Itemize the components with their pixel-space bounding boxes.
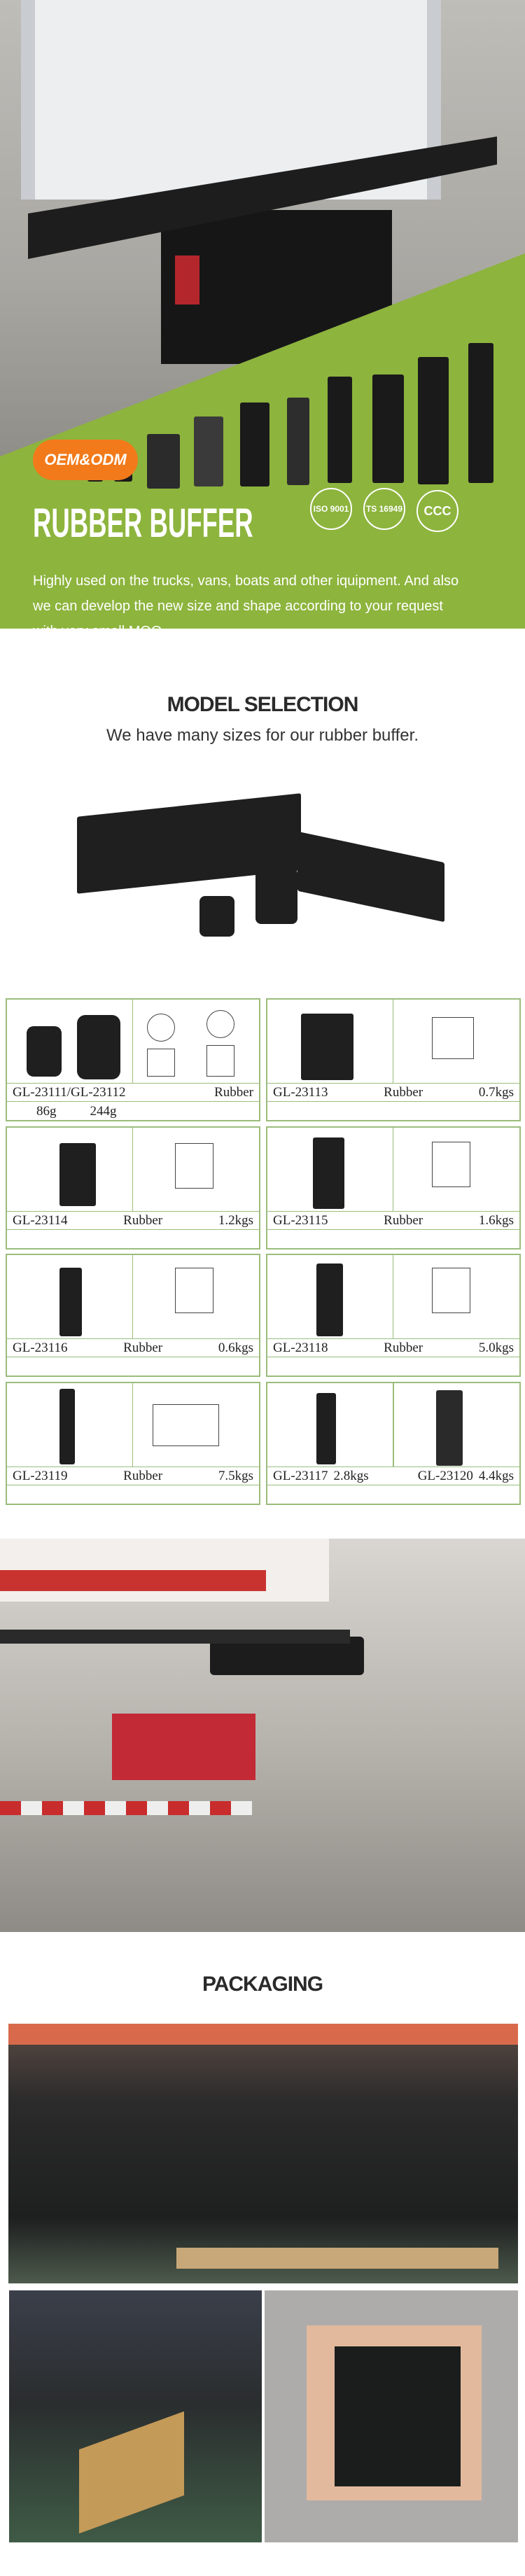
truck-rear-photo [0,0,525,456]
pallet [79,2411,184,2534]
weight: 1.2kgs [218,1212,253,1228]
buffer-product [418,357,449,484]
weight: 244g [90,1104,117,1119]
product-photo [7,1255,133,1338]
buffer-product [240,402,270,486]
flat-buffer [298,831,444,923]
packaging-title: PACKAGING [202,1973,323,1996]
model-selection-title: MODEL SELECTION [167,693,359,716]
model-card: GL-23118 Rubber 5.0kgs [266,1254,521,1377]
product-photo [267,1128,393,1211]
weight: 4.4kgs [478,1468,514,1483]
product-photo [7,1383,133,1466]
model-selection-subtitle: We have many sizes for our rubber buffer… [106,726,419,745]
product-photo [267,1000,393,1083]
weight: 0.7kgs [478,1084,514,1100]
model-card: GL-23111/GL-23112 Rubber 86g 244g [6,998,260,1121]
tail-light [175,255,200,304]
model-number: GL-23111/GL-23112 [13,1084,126,1100]
product-photo [267,1383,393,1466]
tail-light [112,1714,255,1780]
weight: 2.8kgs [333,1468,369,1483]
technical-drawing [393,1255,519,1338]
model-number: GL-23117 [273,1468,328,1483]
iso-9001-seal-icon: ISO 9001 [310,488,352,530]
model-card: GL-23119 Rubber 7.5kgs [6,1382,260,1505]
model-card: GL-23115 Rubber 1.6kgs [266,1126,521,1250]
technical-drawing [393,1128,519,1211]
technical-drawing [133,1255,259,1338]
model-number: GL-23119 [13,1468,68,1483]
weight: 1.6kgs [478,1212,514,1228]
hero-title: RUBBER BUFFER [33,500,253,546]
model-number: GL-23114 [13,1212,68,1228]
cylinder-buffer [200,896,234,937]
packing-workers-photo [9,2290,262,2542]
material: Rubber [384,1340,424,1355]
ts-16949-seal-icon: TS 16949 [363,488,405,530]
carton-box-photo [265,2290,518,2542]
hero-banner [0,0,525,629]
ccc-mark-icon: CCC [416,490,458,532]
product-photo [267,1255,393,1338]
reflector-strip [0,1570,266,1591]
material: Rubber [123,1340,163,1355]
technical-drawing [393,1000,519,1083]
buffer-product [468,343,493,483]
technical-drawing [133,1383,259,1466]
weight: 0.6kgs [218,1340,253,1355]
material: Rubber [384,1212,424,1228]
weight: 86g [36,1104,57,1119]
hero-description: Highly used on the trucks, vans, boats a… [33,573,459,639]
buffer-product [194,416,223,486]
model-card: GL-23113 Rubber 0.7kgs [266,998,521,1121]
truck-buffer-installed-photo [0,1539,525,1932]
model-number: GL-23118 [273,1340,328,1355]
wrapped-pallets-photo [8,2024,518,2283]
model-card: GL-23114 Rubber 1.2kgs [6,1126,260,1250]
rubber-buffer-group-photo [66,791,458,945]
pallet [176,2248,498,2269]
material: Rubber [123,1468,163,1483]
buffer-product [287,398,309,485]
material: Rubber [123,1212,163,1228]
model-card: GL-23117 2.8kgs GL-23120 4.4kgs [266,1382,521,1505]
product-photo [393,1383,519,1466]
material: Rubber [214,1084,253,1100]
model-number: GL-23113 [273,1084,328,1100]
product-photo [7,1000,133,1083]
weight: 7.5kgs [218,1468,253,1483]
buffer-product [147,434,180,489]
buffer-product [328,377,352,483]
buffer-product [372,374,404,483]
model-number: GL-23120 [417,1468,473,1483]
rubber-buffers-in-box [335,2346,461,2486]
product-photo [7,1128,133,1211]
model-card: GL-23116 Rubber 0.6kgs [6,1254,260,1377]
model-number: GL-23116 [13,1340,68,1355]
cylinder-buffer [255,868,298,924]
material: Rubber [384,1084,424,1100]
technical-drawing [133,1128,259,1211]
weight: 5.0kgs [478,1340,514,1355]
oem-odm-badge: OEM&ODM [33,440,138,480]
model-number: GL-23115 [273,1212,328,1228]
technical-drawing [133,1000,259,1083]
